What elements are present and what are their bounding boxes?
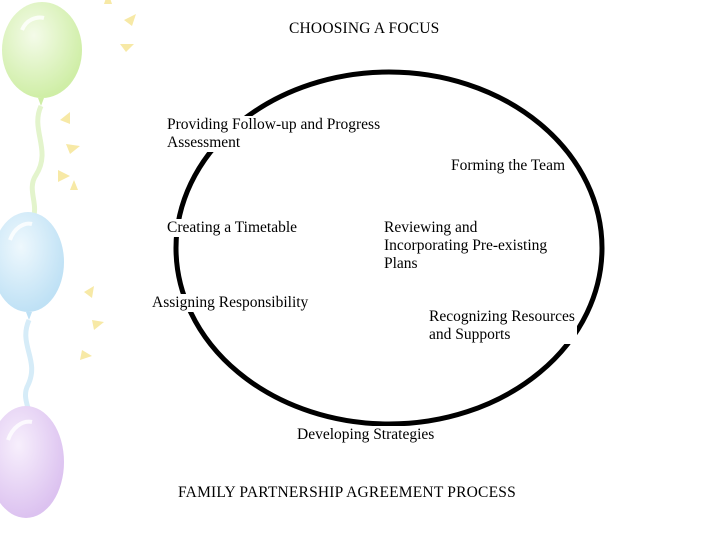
step-developing-strategies: Developing Strategies: [295, 426, 437, 444]
step-label-line: Providing Follow-up and Progress: [167, 116, 381, 133]
yellow-sparkle-icon: [58, 0, 136, 360]
purple-balloon-icon: [0, 406, 64, 518]
step-label-line: and Supports: [429, 326, 511, 343]
cycle-ring: [173, 69, 605, 427]
step-label-line: Assessment: [167, 134, 241, 151]
step-assigning-responsibility: Assigning Responsibility: [150, 294, 311, 312]
step-recognizing-resources: Recognizing Resources and Supports: [427, 308, 577, 344]
diagram-caption: FAMILY PARTNERSHIP AGREEMENT PROCESS: [178, 484, 516, 501]
step-forming-the-team: Forming the Team: [449, 157, 568, 175]
diagram-title: CHOOSING A FOCUS: [289, 20, 440, 37]
step-reviewing-plans: Reviewing and Incorporating Pre-existing…: [382, 219, 550, 273]
step-label-line: Recognizing Resources: [429, 308, 575, 325]
step-creating-timetable: Creating a Timetable: [165, 219, 300, 237]
step-label-line: Incorporating Pre-existing: [384, 237, 548, 254]
step-label-line: Reviewing and: [384, 219, 478, 236]
step-label-line: Plans: [384, 255, 418, 272]
step-providing-follow-up: Providing Follow-up and Progress Assessm…: [165, 116, 383, 152]
green-balloon-icon: [2, 2, 82, 222]
